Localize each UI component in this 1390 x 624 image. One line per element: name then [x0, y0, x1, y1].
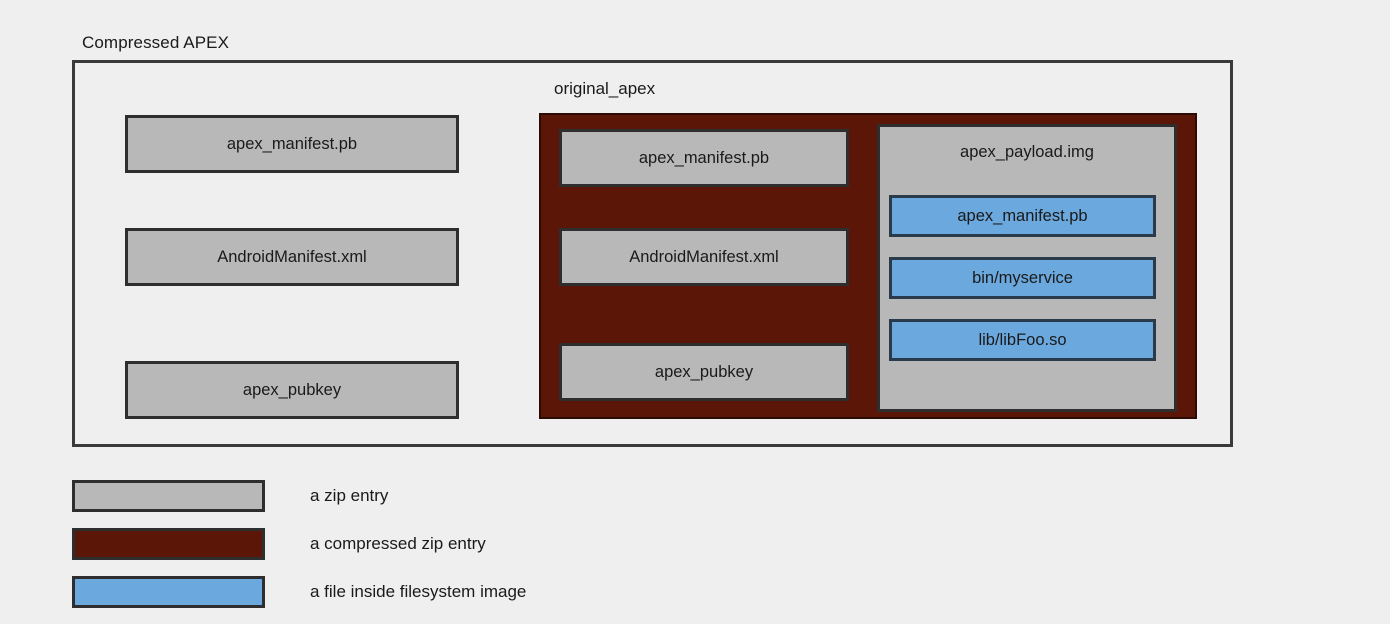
- legend-swatch-filesystem-file: [72, 576, 265, 608]
- compressed-apex-label: Compressed APEX: [82, 33, 230, 52]
- original-apex-container: apex_manifest.pb AndroidManifest.xml ape…: [539, 113, 1197, 419]
- legend-label-zip-entry: a zip entry: [310, 486, 389, 505]
- zip-entry-androidmanifest-xml-outer: AndroidManifest.xml: [125, 228, 459, 286]
- apex-payload-img-label: apex_payload.img: [960, 143, 1094, 161]
- fs-file-apex-manifest-pb: apex_manifest.pb: [889, 195, 1156, 237]
- apex-payload-img-container: apex_payload.img apex_manifest.pb bin/my…: [877, 124, 1177, 412]
- fs-file-lib-libfoo-so: lib/libFoo.so: [889, 319, 1156, 361]
- legend-label-filesystem-file: a file inside filesystem image: [310, 582, 527, 601]
- legend-swatch-zip-entry: [72, 480, 265, 512]
- legend-swatch-compressed-zip-entry: [72, 528, 265, 560]
- legend-label-compressed-zip-entry: a compressed zip entry: [310, 534, 486, 553]
- zip-entry-apex-manifest-pb-outer: apex_manifest.pb: [125, 115, 459, 173]
- zip-entry-apex-pubkey-inner: apex_pubkey: [559, 343, 849, 401]
- original-apex-label: original_apex: [554, 79, 656, 98]
- fs-file-bin-myservice: bin/myservice: [889, 257, 1156, 299]
- zip-entry-androidmanifest-xml-inner: AndroidManifest.xml: [559, 228, 849, 286]
- zip-entry-apex-pubkey-outer: apex_pubkey: [125, 361, 459, 419]
- zip-entry-apex-manifest-pb-inner: apex_manifest.pb: [559, 129, 849, 187]
